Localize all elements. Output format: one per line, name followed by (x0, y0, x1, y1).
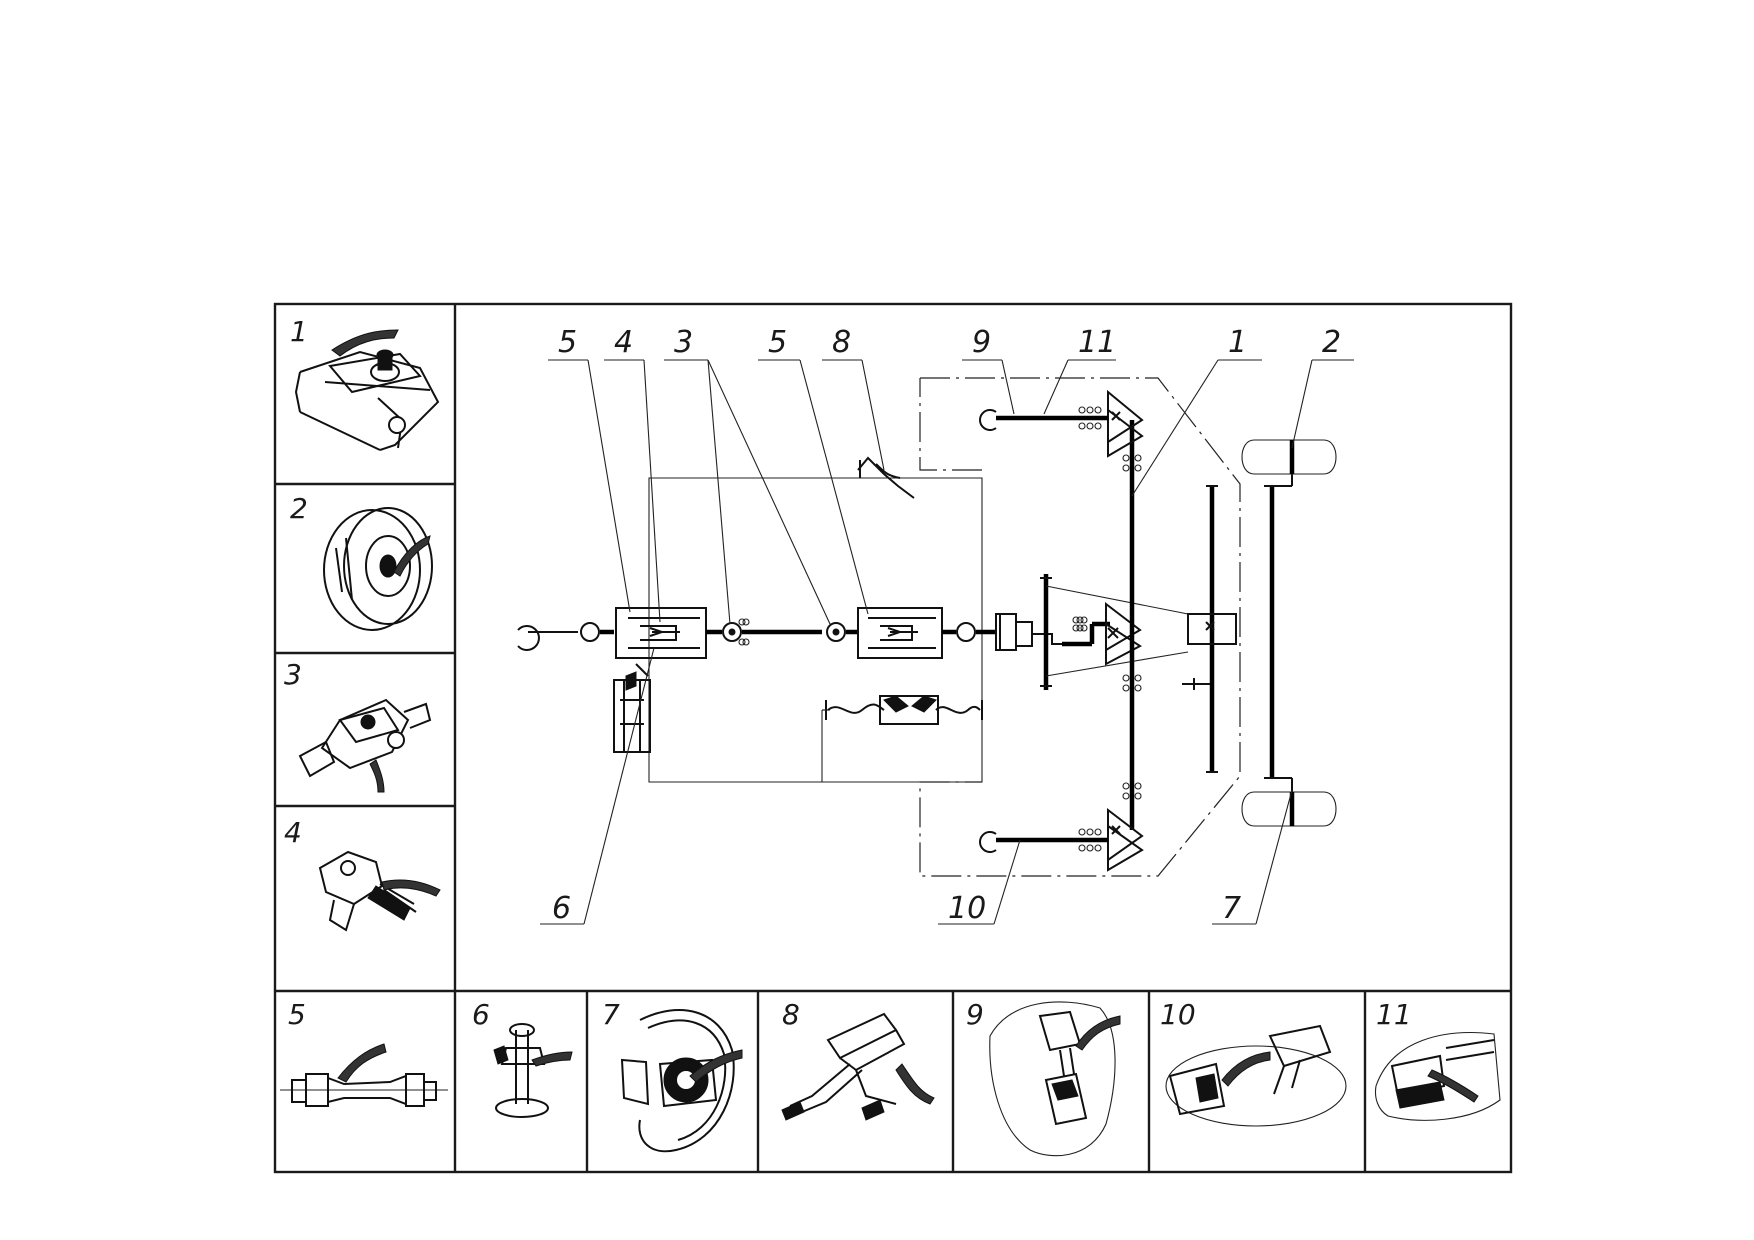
svg-text:4: 4 (614, 325, 633, 360)
panel-6-number: 6 (472, 998, 490, 1031)
panel-1: 1 (290, 315, 440, 451)
panel-2-illustration (323, 507, 433, 631)
svg-text:5: 5 (558, 325, 577, 360)
support-jack-symbol (613, 663, 651, 753)
panel-4: 4 (284, 816, 441, 932)
callout-10: 10 (938, 839, 1021, 926)
svg-text:9: 9 (972, 325, 991, 360)
panel-5-number: 5 (288, 998, 306, 1031)
svg-text:3: 3 (674, 325, 693, 360)
panel-4-number: 4 (284, 816, 302, 849)
panel-2: 2 (290, 492, 433, 631)
panel-11-number: 11 (1376, 998, 1412, 1031)
wheel-top (1241, 439, 1337, 475)
svg-text:10: 10 (948, 891, 986, 926)
panel-10-illustration (1165, 1024, 1347, 1127)
panel-8-number: 8 (782, 998, 800, 1031)
svg-text:11: 11 (1078, 325, 1116, 360)
panel-3-illustration (298, 698, 432, 793)
panel-3-number: 3 (284, 658, 302, 691)
panel-10: 10 (1160, 998, 1347, 1127)
panel-11: 11 (1374, 998, 1501, 1121)
wheel-bottom (1241, 791, 1337, 827)
drawing-frame (273, 302, 1513, 1174)
mower-housing-outline (919, 377, 1241, 877)
svg-text:7: 7 (1222, 891, 1241, 926)
callout-8: 8 (822, 325, 885, 471)
panel-5-illustration (280, 1043, 448, 1107)
callout-9: 9 (962, 325, 1015, 415)
hinge-lever-symbol (857, 456, 915, 499)
panel-1-number: 1 (290, 315, 308, 348)
callout-6: 6 (540, 647, 655, 926)
spring-mechanism-symbol (822, 695, 983, 725)
gearbox-system (979, 389, 1337, 872)
panel-7: 7 (602, 998, 743, 1153)
panel-5: 5 (280, 998, 448, 1107)
panel-9: 9 (966, 998, 1121, 1157)
panel-4-illustration (318, 850, 441, 932)
callout-3: 3 (664, 325, 831, 625)
panel-1-illustration (294, 329, 440, 451)
svg-text:1: 1 (1228, 325, 1247, 360)
callout-11: 11 (1043, 325, 1116, 415)
callouts: 5 4 3 5 (540, 325, 1354, 926)
panel-6: 6 (472, 998, 573, 1118)
panel-10-number: 10 (1160, 998, 1196, 1031)
panel-11-illustration (1374, 1032, 1501, 1121)
panel-2-number: 2 (290, 492, 308, 525)
callout-4: 4 (604, 325, 661, 623)
panel-7-illustration (620, 1009, 743, 1153)
drive-line (517, 607, 1062, 659)
svg-text:6: 6 (552, 891, 571, 926)
callout-5b: 5 (758, 325, 869, 615)
svg-text:8: 8 (832, 325, 851, 360)
kinematic-schematic: 5 4 3 5 (517, 325, 1354, 926)
panel-9-number: 9 (966, 998, 984, 1031)
callout-7: 7 (1212, 789, 1293, 926)
svg-text:2: 2 (1322, 325, 1341, 360)
callout-1: 1 (1131, 325, 1262, 497)
panel-7-number: 7 (602, 998, 620, 1031)
panel-6-illustration (493, 1023, 573, 1118)
panel-9-illustration (989, 1001, 1121, 1157)
panel-8: 8 (781, 998, 935, 1121)
panel-8-illustration (781, 1012, 935, 1121)
callout-2: 2 (1291, 325, 1354, 449)
panel-3: 3 (284, 658, 432, 793)
svg-text:5: 5 (768, 325, 787, 360)
callout-5a: 5 (548, 325, 631, 613)
